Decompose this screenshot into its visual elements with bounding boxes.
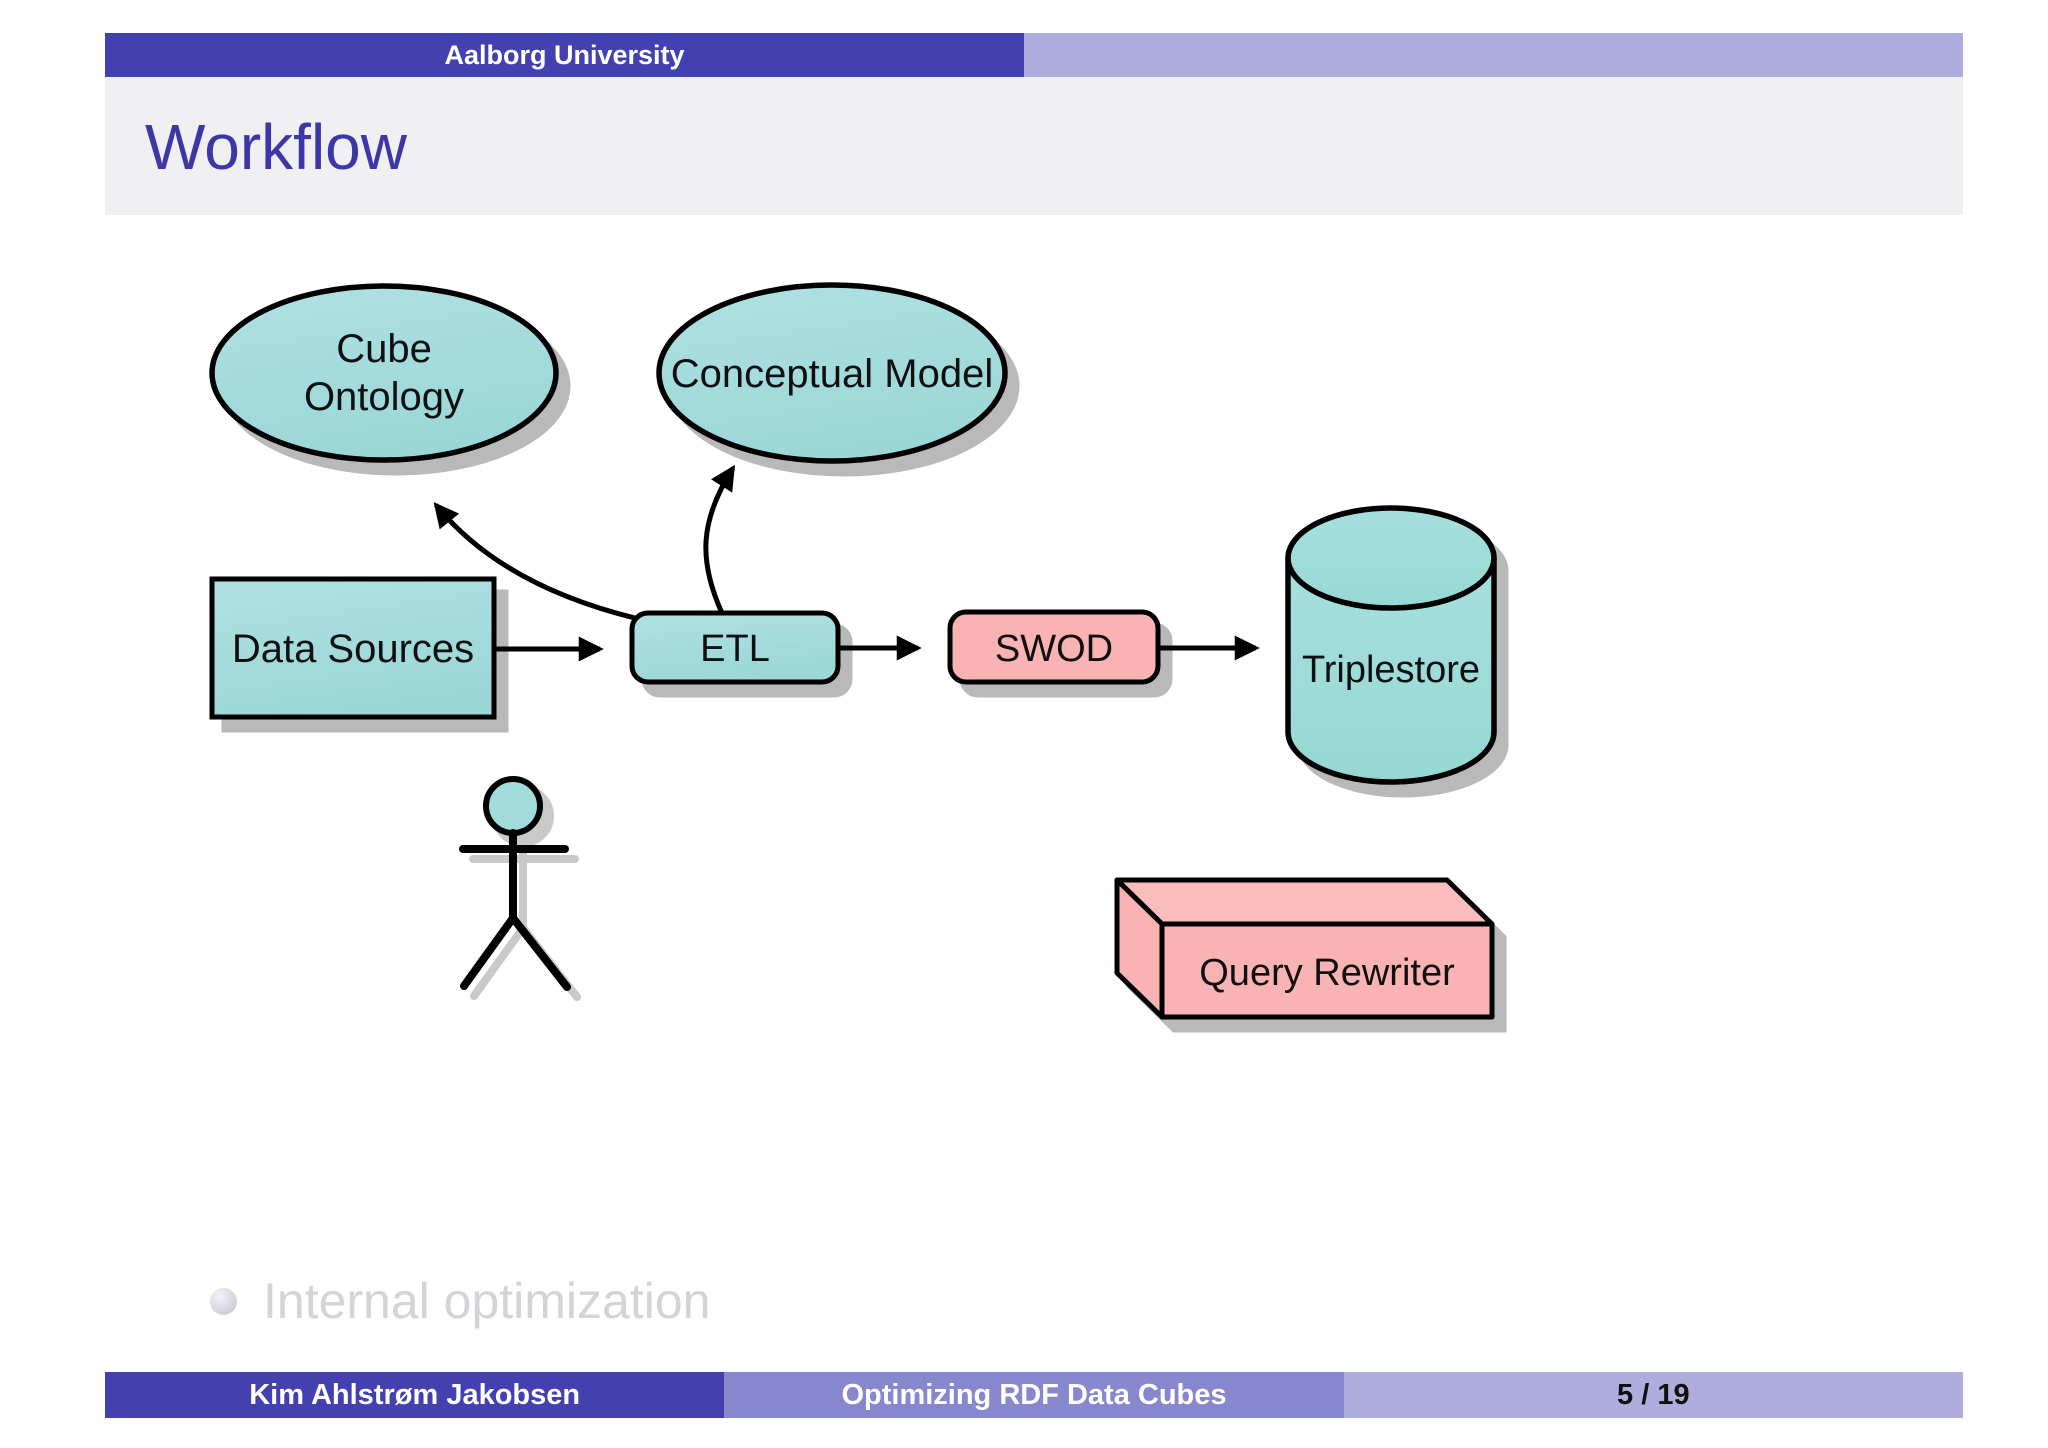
stick-figure-leg-left <box>460 914 517 990</box>
arrow-etl-to-conceptual-model <box>703 464 736 615</box>
node-query-rewriter: Query Rewriter <box>1114 877 1495 1020</box>
node-triplestore: Triplestore <box>1285 505 1497 785</box>
node-label-query-rewriter: Query Rewriter <box>1199 952 1455 994</box>
bullet-item-internal-optimization: Internal optimization <box>210 1272 710 1330</box>
stick-figure-leg-right <box>509 914 571 991</box>
arrow-etl-to-cube-ontology <box>433 502 653 625</box>
node-conceptual-model: Conceptual Model <box>656 282 1008 464</box>
bullet-label: Internal optimization <box>263 1273 711 1329</box>
title-band: Workflow <box>105 77 1963 215</box>
footer-bar: Kim Ahlstrøm Jakobsen Optimizing RDF Dat… <box>105 1372 1963 1418</box>
stick-figure-head <box>483 776 543 836</box>
node-label-cube: Cube <box>336 327 432 371</box>
header-bar-right <box>1024 33 1963 77</box>
bullet-ball-icon <box>210 1287 237 1315</box>
node-data-sources: Data Sources <box>209 576 497 720</box>
node-label-triplestore: Triplestore <box>1302 649 1480 691</box>
header-bar-left: Aalborg University <box>105 33 1024 77</box>
node-label-swod: SWOD <box>995 628 1113 670</box>
node-label-ontology: Ontology <box>304 375 464 419</box>
footer-page-number: 5 / 19 <box>1343 1372 1963 1418</box>
node-label-conceptual-model: Conceptual Model <box>671 352 993 396</box>
node-etl: ETL <box>629 610 841 685</box>
footer-deck-title: Optimizing RDF Data Cubes <box>724 1372 1344 1418</box>
diagram-edges <box>433 464 1260 662</box>
page-title: Workflow <box>145 111 407 183</box>
node-cube-ontology: Cube Ontology <box>209 283 559 463</box>
institute-label: Aalborg University <box>444 40 685 70</box>
node-swod: SWOD <box>947 609 1161 685</box>
footer-author: Kim Ahlstrøm Jakobsen <box>105 1372 725 1418</box>
node-label-etl: ETL <box>700 628 770 670</box>
node-label-data-sources: Data Sources <box>232 627 474 671</box>
stick-figure <box>459 776 571 991</box>
